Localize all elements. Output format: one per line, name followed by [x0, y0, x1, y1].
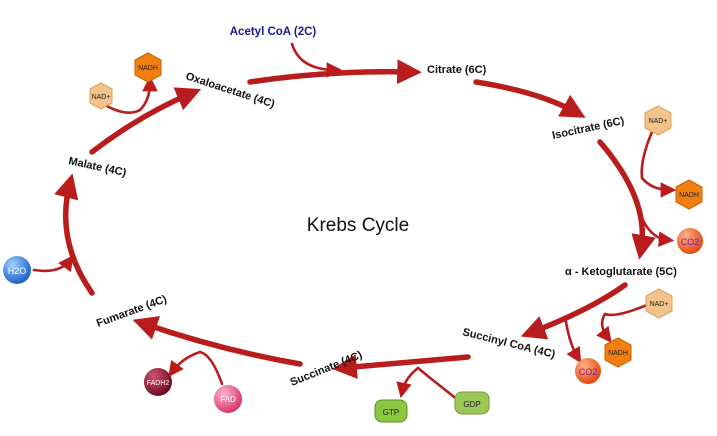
svg-text:CO2: CO2: [579, 367, 598, 377]
diagram-title: Krebs Cycle: [307, 215, 409, 236]
arrow-h2o-in: [32, 254, 74, 273]
fumarate-label: Fumarate (4C): [95, 293, 169, 330]
fad-ball: FAD: [214, 385, 242, 413]
svg-text:NADH: NADH: [138, 65, 158, 72]
svg-text:NAD+: NAD+: [649, 118, 668, 125]
nadh-hexagon-isocitrate: NADH: [675, 179, 703, 210]
arrow-co2-out-ketoglutarate: [564, 320, 582, 364]
arrow-succinylcoa-to-succinate: [332, 354, 471, 380]
arrow-isocitrate-to-ketoglutarate: [597, 139, 656, 260]
nadh-hexagon-malate: NADH: [134, 52, 162, 83]
arrow-malate-to-oxaloacetate: [89, 87, 202, 155]
h2o-ball: H2O: [3, 256, 31, 284]
arrow-citrate-to-isocitrate: [473, 79, 586, 118]
svg-text:NAD+: NAD+: [92, 94, 111, 101]
malate-label: Malate (4C): [67, 155, 127, 179]
arrow-fad-in: [198, 350, 224, 386]
co2-ball-ketoglutarate: CO2: [575, 358, 601, 384]
gtp-box: GTP: [374, 399, 408, 423]
citrate-label: Citrate (6C): [427, 64, 487, 76]
fadh2-ball: FADH2: [144, 368, 172, 396]
svg-text:H2O: H2O: [8, 266, 27, 276]
gdp-box: GDP: [454, 391, 490, 415]
arrow-fumarate-to-malate: [54, 173, 95, 296]
svg-text:NADH: NADH: [608, 350, 628, 357]
svg-text:CO2: CO2: [681, 237, 700, 247]
svg-text:FADH2: FADH2: [147, 380, 170, 387]
svg-text:NADH: NADH: [679, 192, 699, 199]
nad-plus-hexagon-ketoglutarate: NAD+: [645, 288, 673, 319]
arrow-nad-in-isocitrate: [640, 130, 654, 180]
nadh-hexagon-ketoglutarate: NADH: [604, 337, 632, 368]
acetyl-coa-label: Acetyl CoA (2C): [230, 26, 317, 38]
ketoglutarate-label: α - Ketoglutarate (5C): [565, 266, 677, 278]
arrow-co2-out-isocitrate: [634, 198, 675, 247]
nad-plus-hexagon-malate: NAD+: [89, 82, 113, 110]
arrow-acetylcoa-in: [290, 42, 343, 78]
arrow-gtp-out: [396, 366, 420, 399]
svg-text:NAD+: NAD+: [650, 301, 669, 308]
arrow-nad-in-ketoglutarate: [603, 303, 649, 317]
arrow-succinate-to-fumarate: [132, 316, 303, 367]
nad-plus-hexagon-isocitrate: NAD+: [644, 105, 672, 136]
arrow-nadh-out-isocitrate: [640, 176, 677, 198]
arrow-oxaloacetate-to-citrate: [247, 59, 422, 85]
svg-text:GTP: GTP: [383, 408, 399, 417]
isocitrate-label: Isocitrate (6C): [551, 115, 626, 142]
co2-ball-isocitrate: CO2: [677, 228, 703, 254]
arrow-nadh-out-malate: [138, 75, 158, 112]
svg-text:FAD: FAD: [220, 395, 236, 404]
arrow-nadh-out-ketoglutarate: [596, 312, 612, 343]
arrow-gdp-in: [416, 366, 460, 402]
arrow-fadh2-out: [168, 350, 202, 378]
oxaloacetate-label: Oxaloacetate (4C): [184, 70, 276, 110]
arrow-ketoglutarate-to-succinylcoa: [520, 282, 628, 340]
succinyl-coa-label: Succinyl CoA (4C): [461, 326, 556, 361]
svg-text:GDP: GDP: [463, 400, 480, 409]
